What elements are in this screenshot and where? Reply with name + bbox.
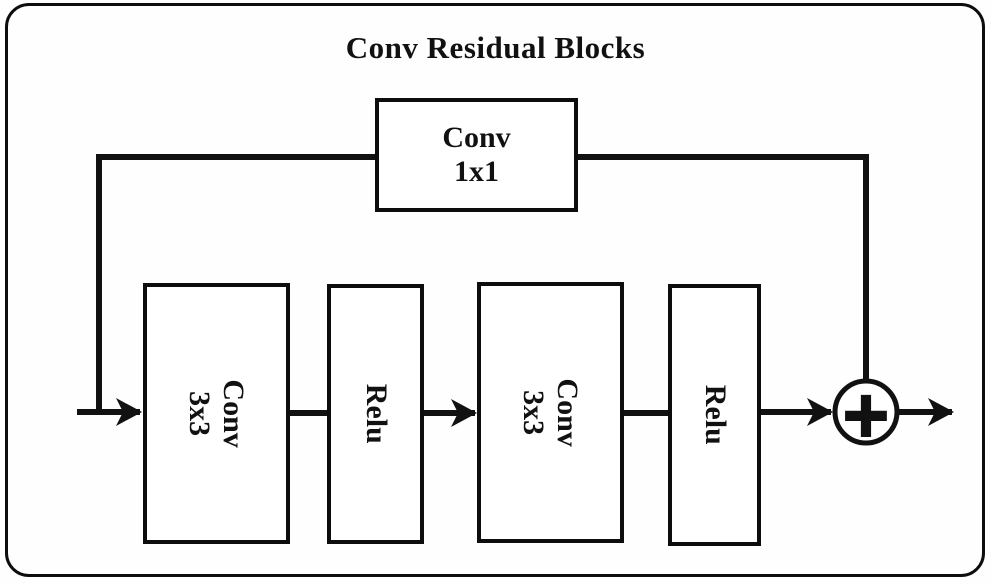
block-label-line2: 1x1 <box>453 155 499 188</box>
block-label: Relu <box>698 385 732 445</box>
block-label-line1: Conv <box>551 378 585 447</box>
block-conv3x3-1: Conv 3x3 <box>143 283 290 544</box>
block-label-line1: Conv <box>217 379 251 448</box>
block-label-line1: Conv <box>442 121 511 155</box>
block-label: Relu <box>359 384 393 444</box>
block-label: Conv 3x3 <box>183 379 250 447</box>
block-label-line2: 3x3 <box>517 389 551 435</box>
block-conv1x1: Conv 1x1 <box>375 98 578 212</box>
diagram-title: Conv Residual Blocks <box>345 30 646 65</box>
diagram-border <box>5 3 985 577</box>
block-label: Conv 3x3 <box>517 378 584 446</box>
block-relu-1: Relu <box>327 284 424 544</box>
block-label: Conv 1x1 <box>442 121 510 188</box>
block-label-line2: 3x3 <box>183 390 217 436</box>
block-relu-2: Relu <box>668 284 761 546</box>
block-conv3x3-2: Conv 3x3 <box>477 282 624 543</box>
